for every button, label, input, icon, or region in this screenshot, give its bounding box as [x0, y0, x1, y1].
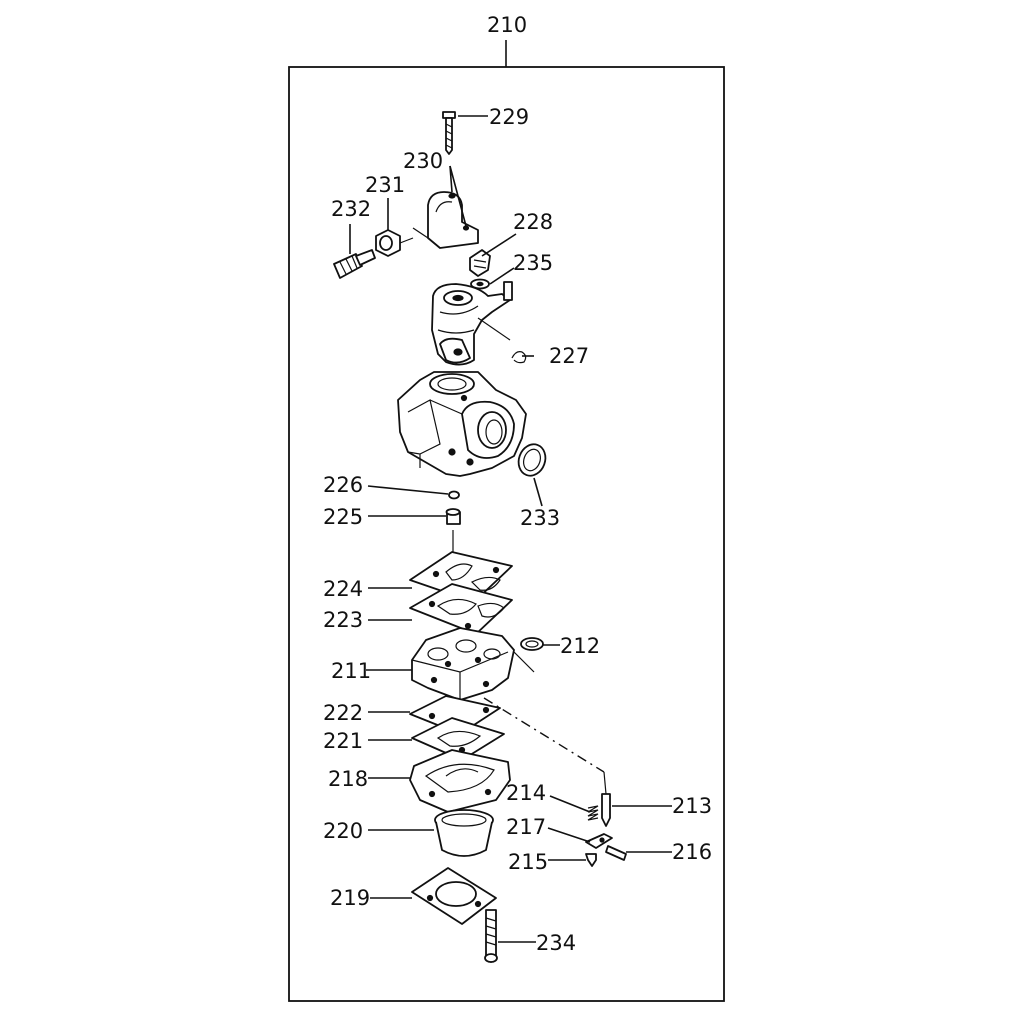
part-219-flange [411, 867, 497, 925]
part-234-screw [484, 909, 498, 963]
part-214-spring [587, 805, 599, 821]
label-221: 221 [323, 729, 363, 753]
label-218: 218 [328, 767, 368, 791]
part-216-pin [605, 845, 627, 861]
label-215: 215 [508, 850, 548, 874]
label-226: 226 [323, 473, 363, 497]
label-212: 212 [560, 634, 600, 658]
part-labels: 229 230 231 232 228 235 227 226 225 233 … [323, 105, 712, 955]
label-228: 228 [513, 210, 553, 234]
part-228-idle-screw [469, 249, 491, 277]
carburetor-body [397, 371, 527, 477]
label-219: 219 [330, 886, 370, 910]
part-232-adjuster [333, 249, 376, 279]
label-225: 225 [323, 505, 363, 529]
assembly-frame [288, 66, 725, 1002]
label-233: 233 [520, 506, 560, 530]
label-223: 223 [323, 608, 363, 632]
part-231-nut [375, 229, 414, 257]
label-231: 231 [365, 173, 405, 197]
label-230: 230 [403, 149, 443, 173]
part-230-bracket [412, 191, 479, 249]
label-222: 222 [323, 701, 363, 725]
label-229: 229 [489, 105, 529, 129]
part-211-pump-body [411, 627, 515, 701]
part-218-cover [409, 749, 511, 813]
label-216: 216 [672, 840, 712, 864]
label-220: 220 [323, 819, 363, 843]
label-214: 214 [506, 781, 546, 805]
label-232: 232 [331, 197, 371, 221]
part-215-screw [585, 853, 597, 867]
part-220-primer-cup [434, 809, 494, 857]
needle-leader [603, 771, 607, 795]
label-213: 213 [672, 794, 712, 818]
leader-lines [349, 115, 672, 943]
assembly-number-label: 210 [487, 13, 527, 37]
label-235: 235 [513, 251, 553, 275]
part-213-needle [601, 793, 611, 827]
part-235-washer [470, 278, 490, 290]
label-224: 224 [323, 577, 363, 601]
part-233-seal-ring [517, 443, 547, 477]
label-234: 234 [536, 931, 576, 955]
part-229-screw [442, 111, 456, 155]
part-217-lever [585, 833, 613, 849]
label-227: 227 [549, 344, 589, 368]
part-223-gasket [409, 583, 513, 635]
label-217: 217 [506, 815, 546, 839]
part-212-cap [513, 637, 544, 673]
part-225-jet [445, 508, 461, 552]
part-226-oring [448, 490, 460, 500]
label-211: 211 [331, 659, 371, 683]
assembly-centerline [483, 697, 605, 773]
part-227-throttle-lever [431, 281, 527, 366]
